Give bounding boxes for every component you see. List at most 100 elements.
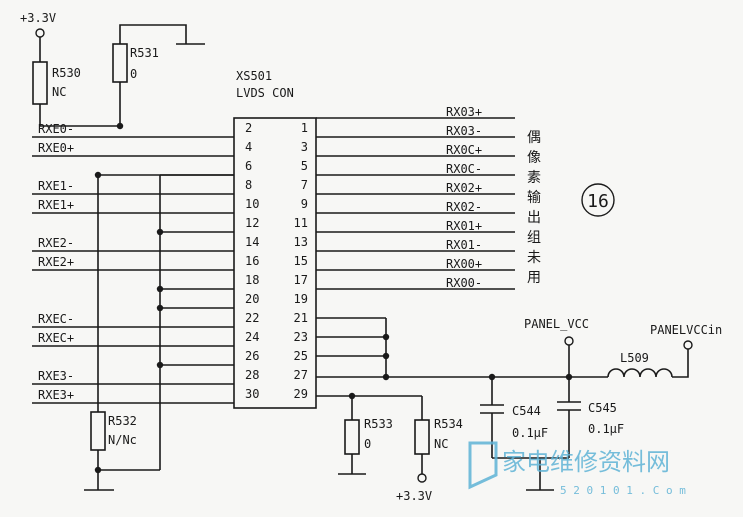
resistor-r534 xyxy=(414,419,430,455)
pin-label: 21 xyxy=(294,311,308,325)
note-char: 组 xyxy=(527,230,541,246)
right-net-labels: RX03+ RX03- RX0C+ RX0C- RX02+ RX02- RX01… xyxy=(446,105,482,290)
pin-label: 9 xyxy=(301,197,308,211)
panel-vcc-in-terminal-icon xyxy=(683,340,693,350)
l509-ref: L509 xyxy=(620,351,649,365)
resistor-r531 xyxy=(112,43,128,83)
pin-label: 4 xyxy=(245,140,252,154)
net-label: RXE3+ xyxy=(38,388,74,402)
pin-label: 1 xyxy=(301,121,308,135)
watermark: 家电维修资料网 5 2 0 1 0 1 . C o m xyxy=(468,441,686,497)
connector-name: LVDS CON xyxy=(236,86,294,100)
net-label: RX03+ xyxy=(446,105,482,119)
power-pin-wires xyxy=(316,317,608,378)
note-char: 素 xyxy=(527,170,541,186)
panel-vcc-label: PANEL_VCC xyxy=(524,317,589,331)
left-net-labels: RXE0- RXE0+ RXE1- RXE1+ RXE2- RXE2+ RXEC… xyxy=(38,122,74,402)
supply-label-top: +3.3V xyxy=(20,11,56,25)
net-label: RXE2+ xyxy=(38,255,74,269)
power-terminal-icon xyxy=(35,28,45,38)
r532-value: N/Nc xyxy=(108,433,137,447)
pin-label: 12 xyxy=(245,216,259,230)
net-label: RX00- xyxy=(446,276,482,290)
net-label: RXEC+ xyxy=(38,331,74,345)
r533-value: 0 xyxy=(364,437,371,451)
note-char: 用 xyxy=(527,270,541,286)
net-label: RX0C+ xyxy=(446,143,482,157)
power-terminal-icon xyxy=(417,473,427,483)
pin-label: 11 xyxy=(294,216,308,230)
pin-label: 16 xyxy=(245,254,259,268)
pin-label: 6 xyxy=(245,159,252,173)
pin-label: 20 xyxy=(245,292,259,306)
connector-body xyxy=(233,117,317,409)
pin-label: 10 xyxy=(245,197,259,211)
pin-label: 24 xyxy=(245,330,259,344)
net-label: RXE0+ xyxy=(38,141,74,155)
r530-value: NC xyxy=(52,85,66,99)
panel-vcc-terminal-icon xyxy=(564,336,574,346)
r531-value: 0 xyxy=(130,67,137,81)
pin-label: 8 xyxy=(245,178,252,192)
net-label: RXEC- xyxy=(38,312,74,326)
unused-group-note: 偶 像 素 输 出 组 未 用 xyxy=(527,130,541,286)
c545-value: 0.1μF xyxy=(588,422,624,436)
note-char: 未 xyxy=(527,250,541,266)
resistor-r532 xyxy=(90,411,106,451)
net-label: RXE2- xyxy=(38,236,74,250)
pin-label: 26 xyxy=(245,349,259,363)
right-signal-wires xyxy=(316,117,515,290)
right-pin-numbers: 1 3 5 7 9 11 13 15 17 19 21 23 25 27 29 xyxy=(294,121,308,401)
note-char: 输 xyxy=(527,190,541,206)
pin-label: 30 xyxy=(245,387,259,401)
r532-ref: R532 xyxy=(108,414,137,428)
note-char: 偶 xyxy=(527,130,541,146)
pin-label: 28 xyxy=(245,368,259,382)
r533-ref: R533 xyxy=(364,417,393,431)
note-char: 出 xyxy=(527,210,541,226)
pin-label: 29 xyxy=(294,387,308,401)
pin-label: 25 xyxy=(294,349,308,363)
pin-label: 19 xyxy=(294,292,308,306)
connector-ref: XS501 xyxy=(236,69,272,83)
r534-value: NC xyxy=(434,437,448,451)
net-label: RXE1- xyxy=(38,179,74,193)
c545-ref: C545 xyxy=(588,401,617,415)
pin-label: 17 xyxy=(294,273,308,287)
watermark-brand: 家电维修资料网 xyxy=(502,448,670,476)
r534-ref: R534 xyxy=(434,417,463,431)
r530-ref: R530 xyxy=(52,66,81,80)
left-pin-numbers: 2 4 6 8 10 12 14 16 18 20 22 24 26 28 30 xyxy=(245,121,259,401)
supply-label-bottom: +3.3V xyxy=(396,489,432,503)
net-label: RXE3- xyxy=(38,369,74,383)
watermark-url: 5 2 0 1 0 1 . C o m xyxy=(560,484,686,497)
watermark-logo-icon xyxy=(468,441,498,490)
net-label: RXE1+ xyxy=(38,198,74,212)
c544-value: 0.1μF xyxy=(512,426,548,440)
inductor-l509 xyxy=(607,368,673,378)
figure-number-badge xyxy=(581,183,615,217)
pin-label: 23 xyxy=(294,330,308,344)
power-junctions xyxy=(382,333,573,381)
pin-label: 3 xyxy=(301,140,308,154)
resistor-r533 xyxy=(344,419,360,455)
pin-label: 5 xyxy=(301,159,308,173)
r531-ref: R531 xyxy=(130,46,159,60)
pin-label: 13 xyxy=(294,235,308,249)
net-label: RX00+ xyxy=(446,257,482,271)
pin-label: 22 xyxy=(245,311,259,325)
pin-label: 2 xyxy=(245,121,252,135)
net-label: RX02+ xyxy=(446,181,482,195)
note-char: 像 xyxy=(527,150,541,166)
net-label: RX02- xyxy=(446,200,482,214)
net-label: RX01- xyxy=(446,238,482,252)
net-label: RXE0- xyxy=(38,122,74,136)
ground-bus-junctions xyxy=(156,228,164,369)
net-label: RX01+ xyxy=(446,219,482,233)
net-label: RX0C- xyxy=(446,162,482,176)
pin-label: 18 xyxy=(245,273,259,287)
net-label: RX03- xyxy=(446,124,482,138)
panel-vcc-in-label: PANELVCCin xyxy=(650,323,722,337)
c544-ref: C544 xyxy=(512,404,541,418)
